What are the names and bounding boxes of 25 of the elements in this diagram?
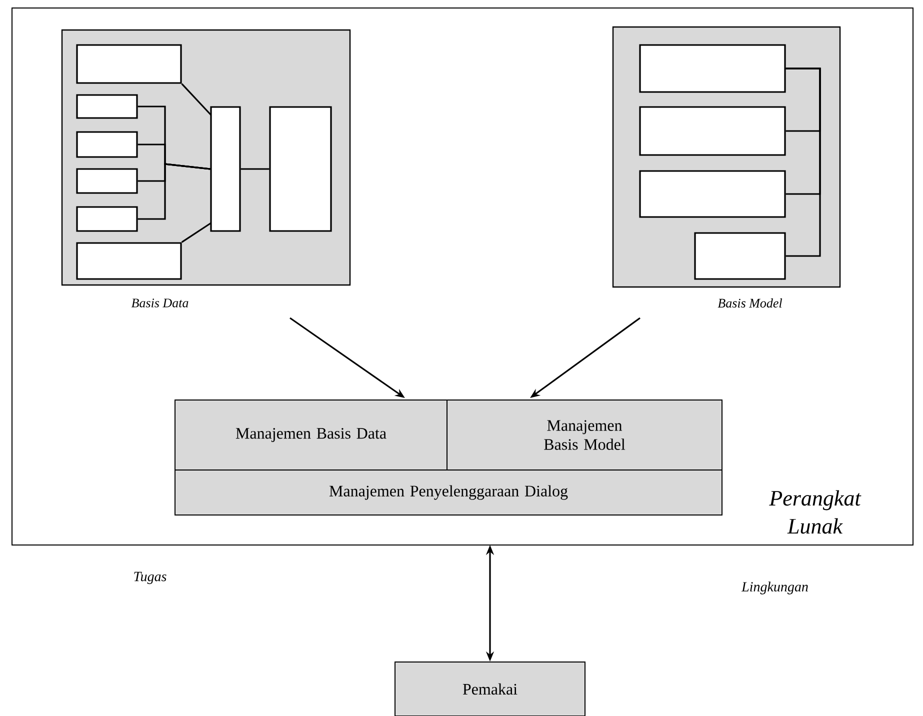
node-label: Basis Model [718, 298, 782, 308]
empty-box [76, 168, 138, 194]
connector-line [786, 68, 821, 257]
area-label: Tugas [134, 572, 166, 584]
empty-box [694, 232, 786, 280]
empty-box [76, 242, 182, 280]
connector-line [181, 222, 212, 243]
node-label: Basis Data [131, 298, 188, 308]
module-box: Manajemen Basis Data [174, 400, 448, 470]
module-box: Manajemen Basis Model [446, 400, 722, 470]
connector-line [181, 83, 212, 116]
connector-line [138, 163, 210, 220]
empty-box [76, 131, 138, 158]
empty-box [76, 94, 138, 119]
empty-box [76, 44, 182, 84]
module-box: Pemakai [394, 662, 586, 716]
empty-box [210, 106, 241, 232]
empty-box [639, 44, 786, 93]
module-box: Manajemen Penyelenggaraan Dialog [174, 470, 722, 516]
empty-box [269, 106, 332, 232]
empty-box [76, 206, 138, 232]
empty-box [639, 106, 786, 156]
connector-line [240, 168, 270, 170]
empty-box [639, 170, 786, 218]
area-label: Lingkungan [741, 582, 808, 594]
